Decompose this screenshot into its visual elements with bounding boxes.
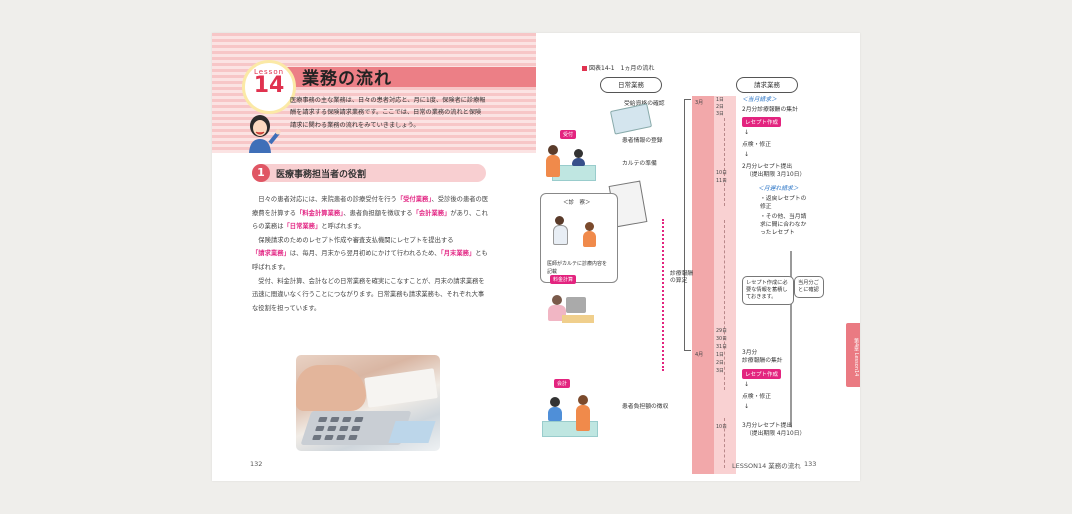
column-head-daily: 日常業務	[600, 77, 662, 93]
page-number-right: 133	[804, 460, 817, 468]
section-number: 1	[252, 164, 270, 182]
tag-reception: 受付	[560, 130, 577, 139]
arrow-down-icon: ↓	[744, 129, 750, 136]
daily-item-fee-calc: 診療報酬の算定	[670, 271, 694, 284]
teacher-avatar-icon	[249, 115, 281, 153]
accounting-illustration-icon	[540, 391, 610, 443]
daily-bracket	[684, 99, 691, 351]
daily-item-chart: カルテの準備	[622, 161, 657, 167]
reception-illustration-icon	[542, 141, 598, 185]
insurance-card-icon	[609, 103, 653, 135]
arrow-down-icon: ↓	[744, 381, 750, 388]
intro-text: 医療事務の主な業務は、日々の患者対応と、月に1度、保険者に診療報酬を請求する保険…	[290, 97, 486, 129]
title-bar	[252, 67, 536, 87]
calculator-photo	[296, 355, 440, 451]
page-title: 業務の流れ	[302, 69, 392, 89]
month-march: 3月	[695, 100, 704, 106]
daily-item-register: 患者情報の登録	[622, 138, 663, 144]
page-number-left: 132	[250, 460, 263, 468]
tag-fee-calc: 料金計算	[550, 275, 577, 284]
lesson-label: Lesson	[253, 68, 285, 76]
keyword-month-end: 「月末業務」	[440, 250, 476, 258]
body-text: 日々の患者対応には、来院患者の診療受付を行う「受付業務」、受診後の患者の医療費を…	[252, 193, 490, 315]
billing-aggregate-feb: 2月分診療報酬の集計	[742, 107, 798, 113]
day-band	[714, 96, 736, 474]
note-box-receipt: レセプト作成に必要な情報を蓄積しておきます。	[742, 276, 794, 305]
left-page: Lesson 14 業務の流れ 医療事務の主な業務は、日々の患者対応と、月に1度…	[212, 33, 536, 481]
note-box-check: 当月分ごとに確認	[794, 276, 824, 298]
billing-deadline-mar10: （提出期限 3月10日）	[746, 172, 806, 178]
month-april: 4月	[695, 352, 704, 358]
billing-submit-mar: 3月分レセプト提出	[742, 423, 793, 429]
billing-check-1: 点検・修正	[742, 142, 771, 148]
paragraph-2: 保険請求のためのレセプト作成や審査支払機関にレセプトを提出する「請求業務」は、毎…	[252, 236, 488, 271]
column-head-billing: 請求業務	[736, 77, 798, 93]
billing-deadline-apr10: （提出期限 4月10日）	[746, 431, 806, 437]
keyword-billing: 「請求業務」	[252, 250, 290, 258]
tag-receipt-create-2: レセプト作成	[742, 369, 782, 379]
billing-aggregate-mar: 診療報酬の集計	[742, 358, 783, 364]
arrow-down-icon: ↓	[744, 403, 750, 410]
billing-check-2: 点検・修正	[742, 394, 771, 400]
computer-work-illustration-icon	[546, 291, 596, 335]
right-page: 図表14-1 1ヵ月の流れ 日常業務 請求業務 3月 4月 1日 2日 3日 1…	[536, 33, 860, 481]
chapter-side-tab[interactable]: 第4章 Lesson14	[846, 323, 860, 387]
keyword-reception: 「受付業務」	[396, 196, 432, 203]
paragraph-1: 日々の患者対応には、来院患者の診療受付を行う「受付業務」、受診後の患者の医療費を…	[252, 196, 489, 231]
keyword-accounting: 「会計業務」	[412, 209, 451, 217]
billing-delayed-item-2: ・その他、当月請求に間に合わなかったレセプト	[760, 214, 807, 236]
billing-april-march: 3月分	[742, 350, 758, 356]
section-title: 医療事務担当者の役割	[276, 170, 367, 180]
billing-delayed-item-1: ・返戻レセプトの修正	[760, 196, 807, 210]
section-heading: 1 医療事務担当者の役割	[252, 164, 486, 182]
billing-submit-feb: 2月分レセプト提出	[742, 164, 793, 170]
lesson-number: 14	[253, 73, 285, 98]
tag-receipt-create-1: レセプト作成	[742, 117, 782, 127]
month-band	[692, 96, 714, 474]
figure-marker-icon	[582, 66, 587, 71]
lesson-badge: Lesson 14	[242, 60, 296, 114]
tag-accounting: 会計	[554, 379, 571, 388]
consultation-box: ＜診 察＞ 医師がカルテに診療内容を記載	[540, 193, 618, 283]
book-spread: Lesson 14 業務の流れ 医療事務の主な業務は、日々の患者対応と、月に1度…	[212, 33, 860, 481]
daily-item-payment: 患者負担額の徴収	[622, 404, 669, 410]
billing-flow-line	[790, 251, 792, 427]
flow-dotted-line	[662, 219, 664, 371]
paragraph-3: 受付、料金計算、会計などの日常業務を確実にこなすことが、月末の請求業務を迅速に間…	[252, 277, 485, 312]
keyword-daily-work: 「日常業務」	[283, 223, 322, 231]
figure-label: 図表14-1 1ヵ月の流れ	[582, 63, 654, 72]
billing-current-month-head: ＜当月請求＞	[742, 97, 777, 103]
arrow-down-icon: ↓	[744, 151, 750, 158]
billing-delayed-head: ＜月遅れ請求＞	[758, 186, 799, 192]
keyword-fee-calc: 「料金計算業務」	[296, 209, 344, 217]
running-footer: LESSON14 業務の流れ	[732, 462, 801, 470]
